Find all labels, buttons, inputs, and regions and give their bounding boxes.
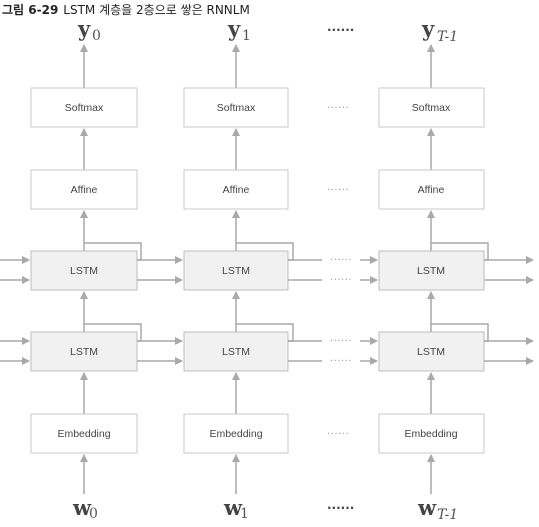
input-symbol-0: w: [72, 495, 92, 520]
upper-c-ellipsis: ······: [330, 275, 352, 286]
lstm-upper-label-last: LSTM: [417, 265, 445, 277]
figure-number: 그림 6-29: [2, 3, 59, 17]
affine-ellipsis: ······: [327, 185, 349, 196]
upper-h-ellipsis: ······: [330, 255, 352, 266]
input-subscript-1: 1: [240, 506, 249, 522]
input-subscript-0: 0: [89, 506, 98, 522]
embedding-box-0: [30, 413, 138, 454]
figure-title: LSTM 계층을 2층으로 쌓은 RNNLM: [63, 3, 250, 17]
softmax-label-last: Softmax: [412, 102, 451, 114]
lstm-lower-label-last: LSTM: [417, 346, 445, 358]
affine-label-last: Affine: [418, 184, 445, 196]
softmax-box-0: [30, 87, 138, 128]
output-symbol-0: y: [77, 16, 91, 41]
input-subscript-last: T-1: [437, 507, 458, 523]
column-last: y T-1 Softmax Affine LSTM LSTM Embedding…: [378, 16, 489, 523]
lstm-lower-label-0: LSTM: [70, 346, 98, 358]
lower-h-ellipsis: ······: [330, 336, 352, 347]
affine-box-last: [378, 169, 485, 210]
softmax-label-1: Softmax: [217, 102, 256, 114]
input-symbol-1: w: [223, 495, 243, 520]
input-symbol-last: w: [417, 495, 437, 520]
softmax-box-1: [183, 87, 289, 128]
lstm-lower-box-last: [378, 331, 485, 372]
embedding-label-1: Embedding: [209, 428, 262, 440]
column-ellipses: ······ ······ ······ ······ ······: [327, 23, 354, 515]
column-0: y 0 Softmax Affine LSTM LSTM Embedding w…: [30, 16, 142, 522]
lstm-upper-label-1: LSTM: [222, 265, 250, 277]
affine-label-0: Affine: [71, 184, 98, 196]
lower-lstm-recurrent-connections: ······ ······: [0, 336, 534, 367]
output-symbol-1: y: [227, 16, 241, 41]
affine-box-0: [30, 169, 138, 210]
softmax-box-last: [378, 87, 485, 128]
embedding-ellipsis: ······: [327, 429, 349, 440]
lstm-upper-label-0: LSTM: [70, 265, 98, 277]
output-subscript-1: 1: [242, 28, 251, 44]
lower-c-ellipsis: ······: [330, 356, 352, 367]
output-subscript-0: 0: [92, 28, 101, 44]
output-subscript-last: T-1: [437, 29, 458, 45]
affine-box-1: [183, 169, 289, 210]
softmax-label-0: Softmax: [65, 102, 104, 114]
lstm-upper-box-1: [183, 250, 289, 291]
column-1: y 1 Softmax Affine LSTM LSTM Embedding w…: [183, 16, 294, 522]
lstm-lower-box-0: [30, 331, 138, 372]
upper-lstm-recurrent-connections: ······ ······: [0, 255, 534, 286]
lstm-upper-box-last: [378, 250, 485, 291]
embedding-box-1: [183, 413, 289, 454]
embedding-label-last: Embedding: [404, 428, 457, 440]
lstm-lower-box-1: [183, 331, 289, 372]
embedding-box-last: [378, 413, 485, 454]
input-ellipsis: ······: [327, 501, 354, 515]
output-ellipsis: ······: [327, 23, 354, 37]
lstm-upper-box-0: [30, 250, 138, 291]
embedding-label-0: Embedding: [57, 428, 110, 440]
affine-label-1: Affine: [223, 184, 250, 196]
softmax-ellipsis: ······: [327, 103, 349, 114]
figure-caption: 그림 6-29 LSTM 계층을 2층으로 쌓은 RNNLM: [2, 1, 250, 18]
output-symbol-last: y: [421, 16, 435, 41]
lstm-lower-label-1: LSTM: [222, 346, 250, 358]
